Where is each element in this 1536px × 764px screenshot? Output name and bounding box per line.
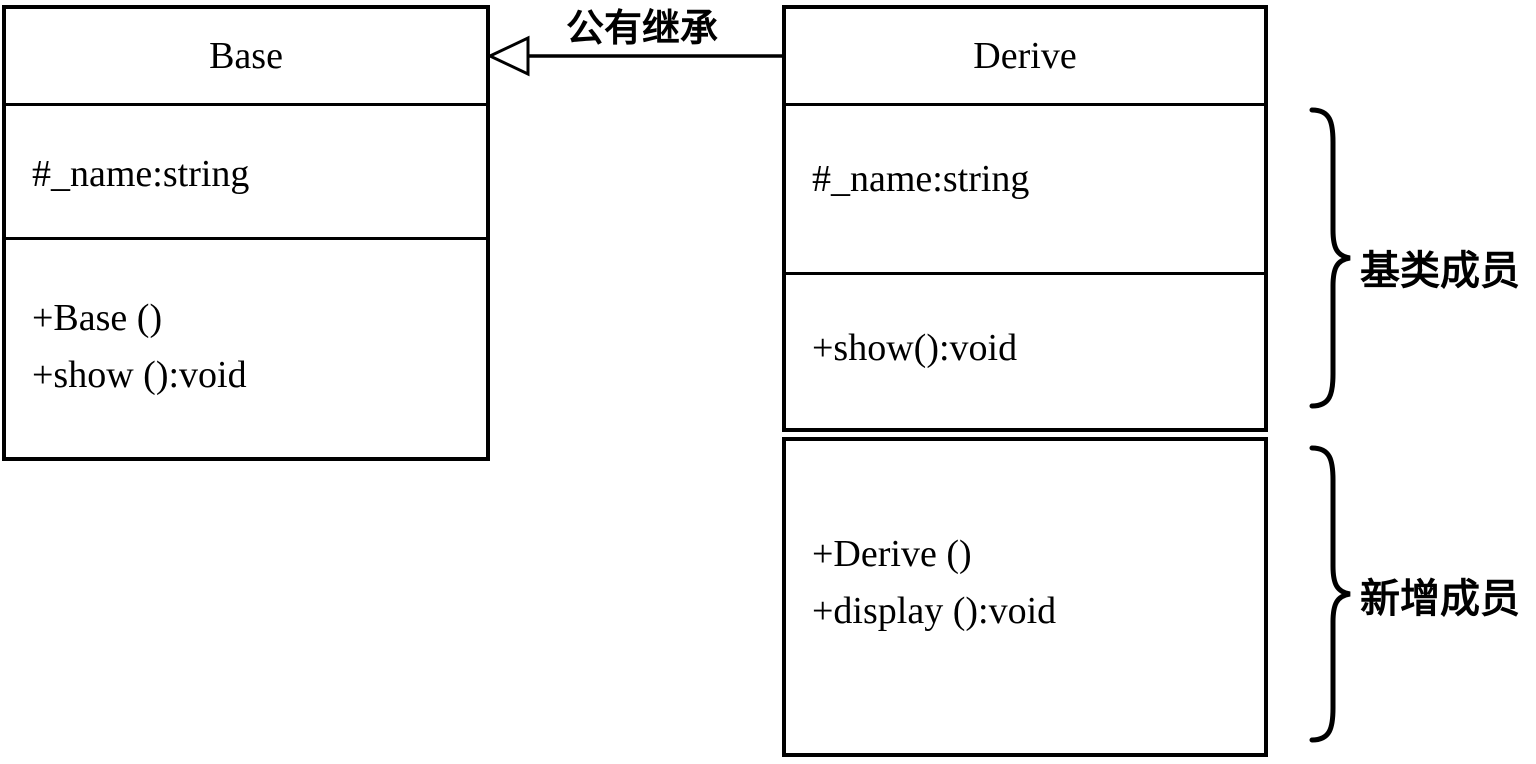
- derive-class-title: Derive: [786, 9, 1264, 106]
- derive-new-method: +display ():void: [812, 590, 1057, 632]
- base-attribute: #_name:string: [32, 153, 250, 195]
- base-members-brace-icon: [1309, 107, 1351, 409]
- derive-new-members-box: +Derive () +display ():void: [782, 437, 1268, 757]
- derive-attribute: #_name:string: [812, 158, 1030, 200]
- new-members-brace-icon: [1309, 445, 1351, 743]
- base-class-attributes: #_name:string: [6, 106, 486, 240]
- base-method: +Base (): [32, 297, 163, 339]
- base-method: +show ():void: [32, 354, 247, 396]
- inheritance-arrow: [486, 35, 786, 77]
- derive-class-attributes: #_name:string: [786, 106, 1264, 275]
- derive-inherited-method: +show():void: [812, 327, 1018, 369]
- base-members-label: 基类成员: [1360, 248, 1520, 293]
- derive-class-new-methods: +Derive () +display ():void: [786, 441, 1264, 753]
- derive-class-box: Derive #_name:string +show():void: [782, 5, 1268, 432]
- inheritance-label: 公有继承: [565, 8, 718, 50]
- base-class-title: Base: [6, 9, 486, 106]
- new-members-label: 新增成员: [1360, 576, 1520, 621]
- base-class-box: Base #_name:string +Base () +show ():voi…: [2, 5, 490, 461]
- derive-new-method: +Derive (): [812, 533, 972, 575]
- inheritance-arrowhead-icon: [486, 35, 530, 77]
- base-class-methods: +Base () +show ():void: [6, 240, 486, 457]
- derive-class-inherited-methods: +show():void: [786, 275, 1264, 428]
